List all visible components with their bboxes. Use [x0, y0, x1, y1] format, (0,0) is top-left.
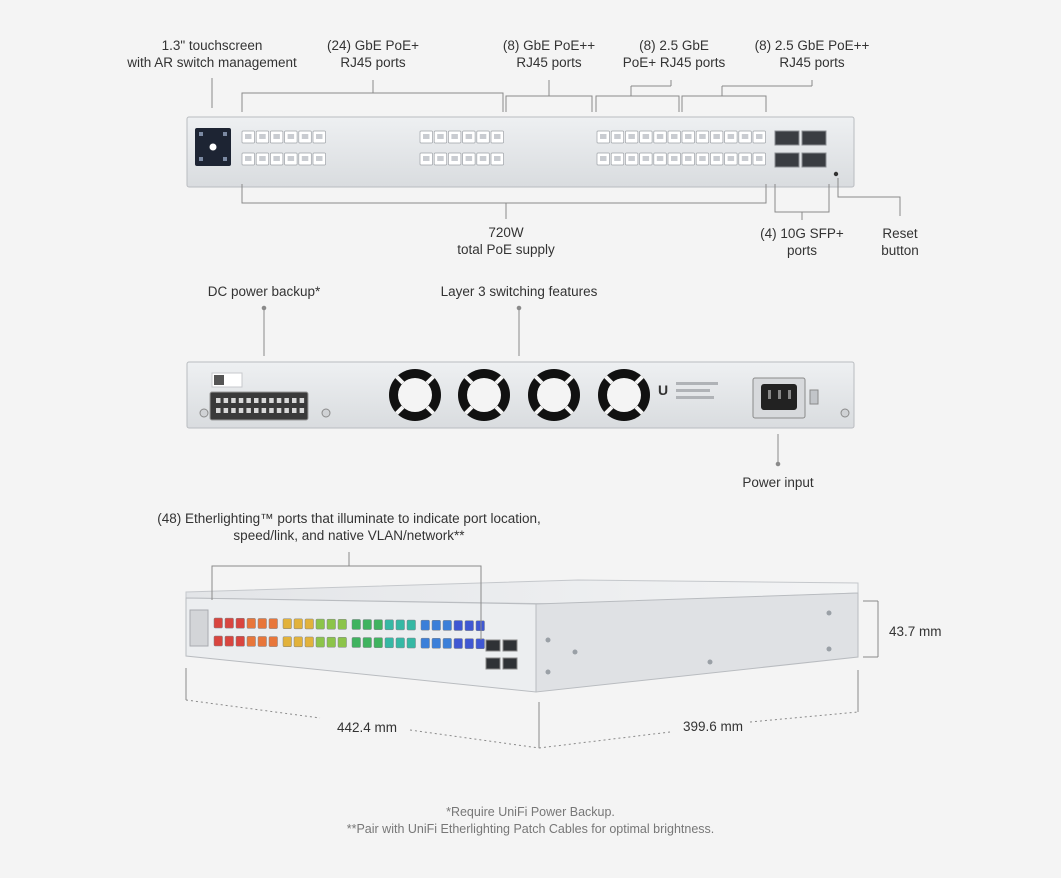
- layer3-label: Layer 3 switching features: [440, 284, 598, 299]
- etherlighting-port: [235, 617, 245, 629]
- g25-poepp-label: (8) 2.5 GbE PoE++RJ45 ports: [754, 38, 870, 70]
- iso-dimension-lines: [185, 552, 879, 749]
- etherlighting-port: [235, 635, 245, 647]
- etherlighting-port: [442, 620, 452, 631]
- sfp-port: [485, 657, 501, 670]
- sfp-port: [801, 130, 827, 146]
- height-dimension: 43.7 mm: [889, 624, 942, 639]
- etherlighting-port: [431, 620, 441, 631]
- sfp-port: [774, 130, 800, 146]
- etherlighting-port: [326, 636, 336, 648]
- etherlighting-port: [431, 638, 441, 649]
- etherlighting-port: [224, 635, 234, 647]
- etherlighting-port: [326, 618, 336, 630]
- sfp-port: [502, 639, 518, 652]
- etherlighting-port: [453, 638, 463, 649]
- depth-dimension: 399.6 mm: [682, 719, 744, 734]
- sfp-port: [774, 152, 800, 168]
- etherlighting-port: [213, 617, 223, 629]
- width-dimension: 442.4 mm: [336, 720, 398, 735]
- iso-sfp-ports: [485, 639, 518, 670]
- etherlighting-ports: [213, 617, 485, 650]
- footnote-power-backup: *Require UniFi Power Backup.: [446, 805, 615, 819]
- reset-button: [833, 171, 839, 177]
- etherlighting-port: [224, 617, 234, 629]
- etherlighting-port: [453, 620, 463, 631]
- sfp-port: [485, 639, 501, 652]
- front-sfp-ports: [774, 130, 827, 168]
- footnote-patch-cables: **Pair with UniFi Etherlighting Patch Ca…: [346, 822, 715, 836]
- etherlighting-port: [257, 636, 267, 647]
- etherlighting-port: [395, 637, 405, 649]
- etherlighting-port: [464, 620, 474, 631]
- cooling-fans: [389, 369, 650, 421]
- etherlighting-port: [315, 618, 325, 630]
- etherlighting-port: [362, 637, 372, 648]
- etherlighting-port: [351, 637, 361, 648]
- front-callout-lines: [211, 78, 901, 220]
- etherlighting-port: [282, 618, 292, 629]
- etherlighting-port: [384, 619, 394, 631]
- etherlighting-port: [282, 636, 292, 647]
- etherlighting-label: (48) Etherlighting™ ports that illuminat…: [157, 511, 541, 543]
- etherlighting-port: [420, 637, 430, 649]
- front-panel: [186, 116, 855, 188]
- etherlighting-port: [475, 620, 485, 632]
- dc-backup-connector: [209, 391, 309, 421]
- sfp-port: [801, 152, 827, 168]
- etherlighting-port: [337, 637, 347, 648]
- sfp-label: (4) 10G SFP+ports: [760, 226, 844, 258]
- etherlighting-port: [213, 635, 223, 647]
- etherlighting-port: [420, 619, 430, 631]
- etherlighting-port: [351, 619, 361, 630]
- rear-callout-lines: [261, 305, 781, 467]
- etherlighting-port: [257, 618, 267, 629]
- etherlighting-port: [304, 636, 314, 648]
- etherlighting-port: [395, 619, 405, 631]
- dc-backup-label: DC power backup*: [207, 284, 321, 299]
- etherlighting-port: [246, 636, 256, 647]
- front-rj45-ports: [241, 130, 766, 166]
- power-input-label: Power input: [742, 475, 814, 490]
- etherlighting-port: [373, 619, 383, 630]
- etherlighting-port: [337, 619, 347, 630]
- isometric-switch: [185, 579, 859, 693]
- sfp-port: [502, 657, 518, 670]
- etherlighting-port: [293, 618, 303, 630]
- etherlighting-port: [384, 637, 394, 649]
- etherlighting-port: [406, 619, 416, 631]
- gbe-poe-label: (24) GbE PoE+RJ45 ports: [327, 38, 419, 70]
- etherlighting-port: [406, 637, 416, 649]
- etherlighting-port: [373, 637, 383, 648]
- etherlighting-port: [362, 619, 372, 630]
- etherlighting-port: [475, 638, 485, 650]
- etherlighting-port: [246, 618, 256, 629]
- rear-panel: U: [186, 361, 855, 429]
- etherlighting-port: [464, 638, 474, 649]
- svg-text:U: U: [658, 382, 668, 398]
- etherlighting-port: [268, 636, 278, 647]
- etherlighting-port: [293, 636, 303, 648]
- gbe-poepp-label: (8) GbE PoE++RJ45 ports: [502, 38, 596, 70]
- etherlighting-port: [315, 636, 325, 648]
- etherlighting-port: [304, 618, 314, 630]
- etherlighting-port: [268, 618, 278, 629]
- etherlighting-port: [442, 638, 452, 649]
